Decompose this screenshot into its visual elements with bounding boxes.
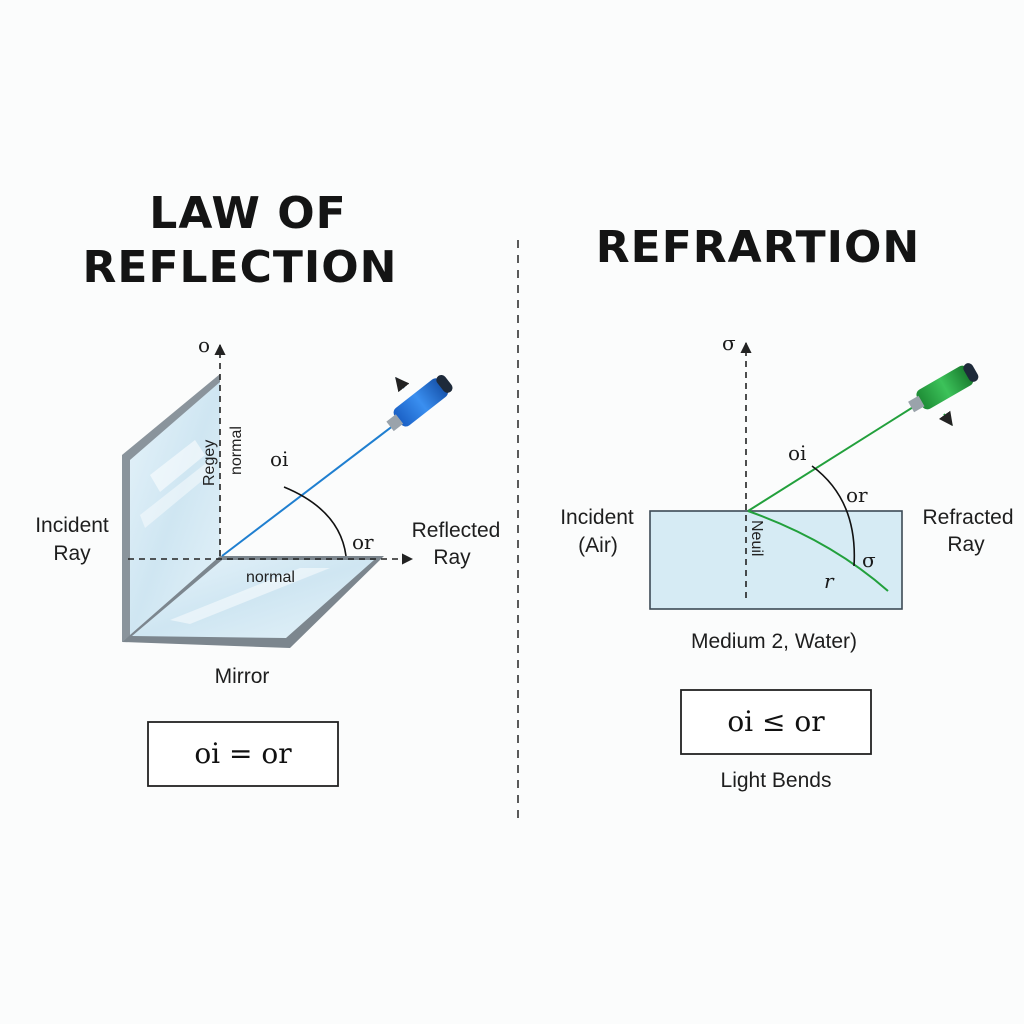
green-laser-pointer-icon — [908, 363, 979, 413]
refraction-incident-line2: (Air) — [578, 534, 618, 557]
refraction-angle-refracted-bottom: σ — [862, 548, 876, 572]
reflection-angle-incident: oi — [270, 447, 288, 471]
refraction-incident-ray — [747, 403, 919, 512]
reflection-reflected-line1: Reflected — [412, 519, 501, 542]
refraction-refracted-ray — [747, 510, 889, 592]
refraction-refracted-line2: Ray — [947, 533, 985, 556]
mirror — [122, 374, 384, 648]
reflection-angle-arc — [283, 486, 347, 557]
refraction-panel: REFRARTION σ oi or σ r Neuil Incident (A… — [560, 222, 1013, 792]
reflection-angle-reflected: or — [352, 530, 374, 554]
refraction-angle-refracted-top: or — [846, 483, 868, 507]
refraction-incident-line1: Incident — [560, 506, 634, 529]
reflection-incident-line1: Incident — [35, 514, 109, 537]
refraction-refracted-line1: Refracted — [922, 506, 1013, 529]
reflection-incident-line2: Ray — [53, 542, 91, 565]
refraction-angle-incident: oi — [788, 441, 806, 465]
reflection-panel: LAW OF REFLECTION o Regey normal normal … — [35, 188, 501, 787]
reflection-vertical-text: Regey — [201, 440, 218, 486]
reflection-title-line2: REFLECTION — [83, 242, 398, 293]
reflection-axis-label: o — [198, 333, 210, 357]
reflection-normal-vertical: normal — [228, 426, 245, 475]
mirror-glare — [140, 460, 215, 528]
medium-label: Medium 2, Water) — [691, 630, 857, 653]
mirror-glare — [170, 568, 330, 624]
reflection-formula-box — [147, 721, 339, 787]
refraction-angle-arc — [811, 465, 856, 567]
green-laser-beam-arrow — [938, 410, 953, 427]
mirror-label: Mirror — [215, 665, 270, 688]
mirror-glare — [150, 440, 205, 492]
blue-laser-beam-arrow — [395, 376, 410, 393]
reflection-formula: oi = or — [194, 737, 292, 770]
refraction-formula-box — [680, 689, 872, 755]
refraction-angle-r: r — [824, 569, 835, 593]
refraction-title: REFRARTION — [596, 222, 920, 273]
refraction-formula: oi ≤ or — [727, 705, 825, 738]
refraction-axis-label: σ — [722, 331, 736, 355]
refraction-normal-vertical: Neuil — [748, 520, 765, 556]
water-block — [649, 510, 903, 610]
reflection-blue-ray — [221, 421, 399, 557]
reflection-reflected-line2: Ray — [433, 546, 471, 569]
refraction-caption: Light Bends — [721, 769, 832, 792]
reflection-title-line1: LAW OF — [149, 188, 346, 239]
reflection-normal-horizontal: normal — [246, 569, 295, 586]
blue-laser-pointer-icon — [386, 374, 453, 432]
